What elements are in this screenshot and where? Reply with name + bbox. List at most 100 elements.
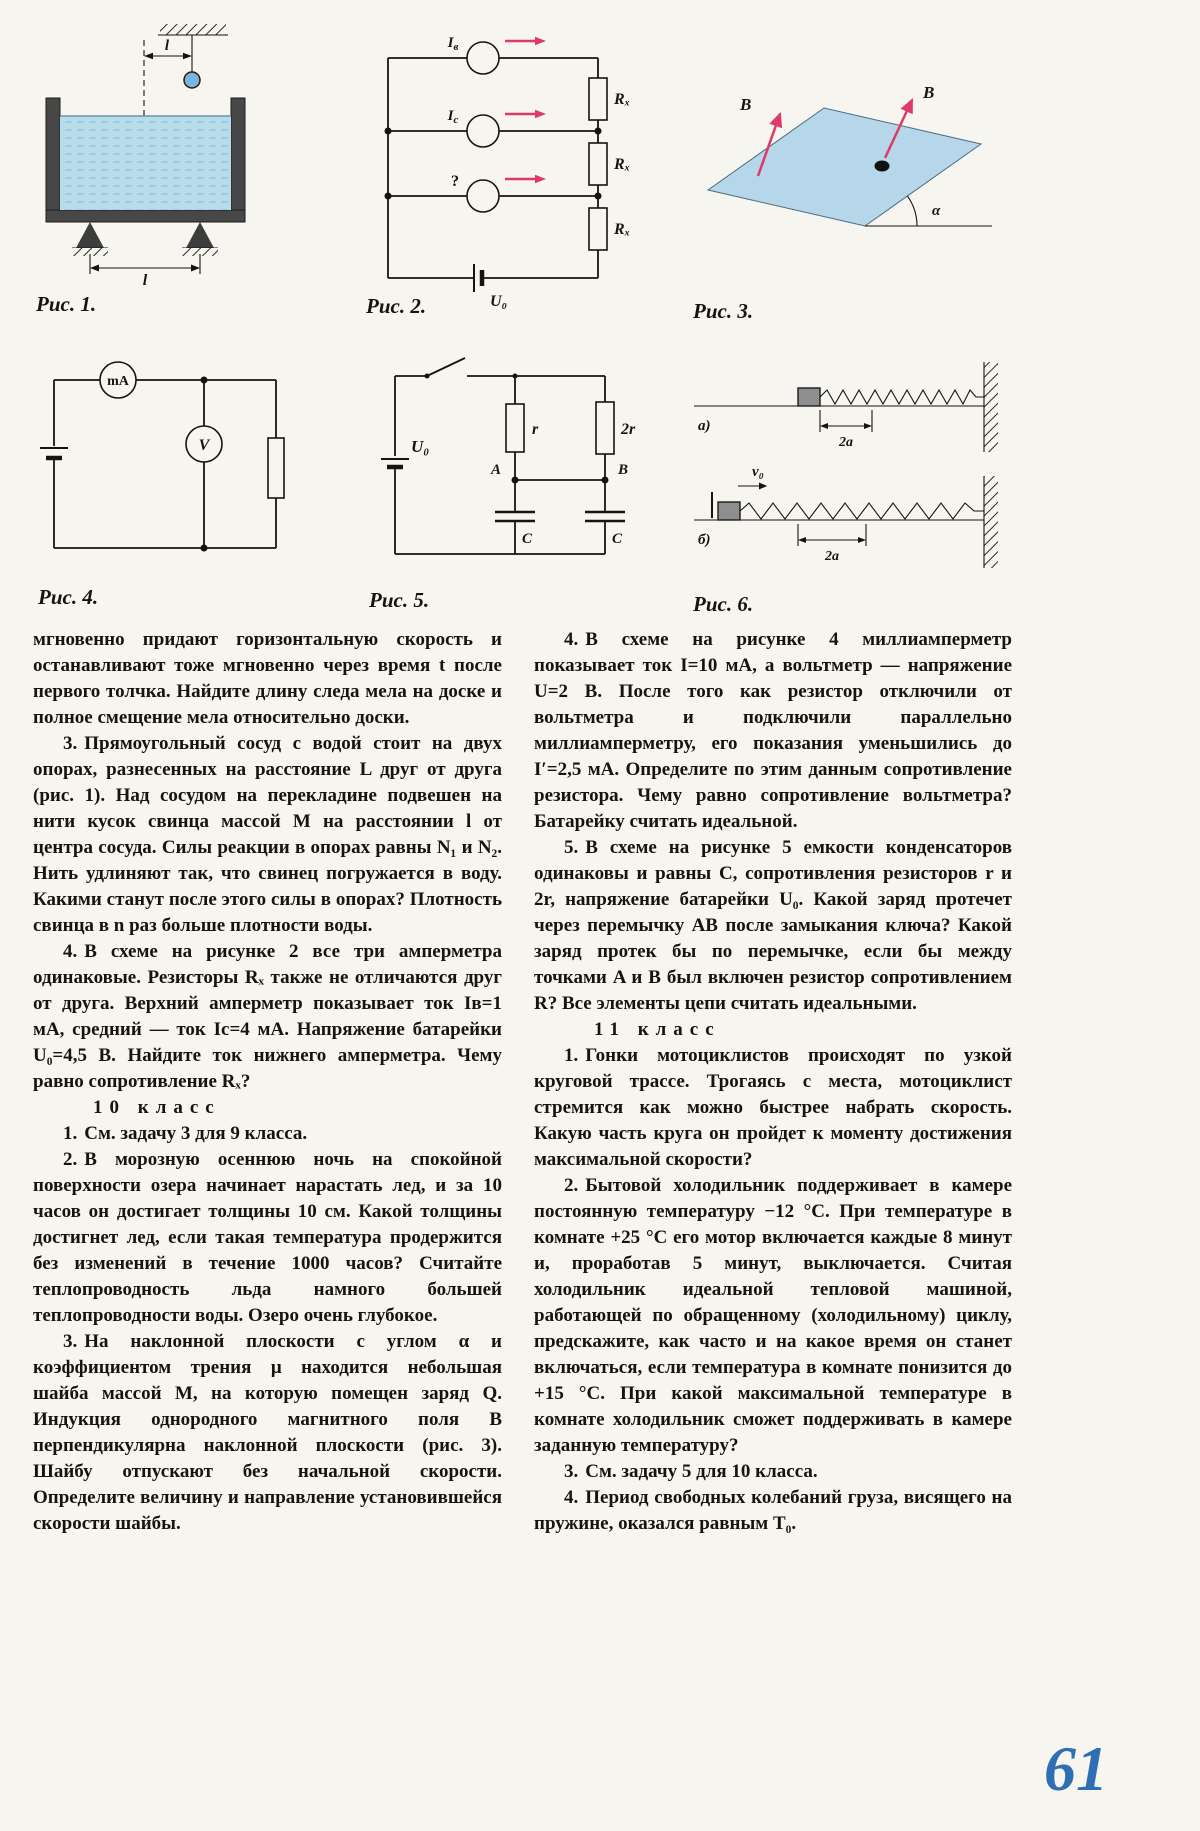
problem-paragraph: 3.На наклонной плоскости с углом α и коэ… <box>33 1329 502 1537</box>
support-right <box>182 222 218 256</box>
problem-text: мгновенно придают горизонтальную скорост… <box>33 629 502 728</box>
node-B-label: B <box>617 462 628 478</box>
junction-dot <box>384 127 392 135</box>
figure-5-caption: Рис. 5. <box>369 588 430 612</box>
ammeter-bottom <box>466 179 500 213</box>
figure-3-inclined-plane: α B B <box>706 83 992 227</box>
bottom-dimension: l <box>89 254 201 286</box>
junction-dot <box>200 376 208 384</box>
problem-text: В схеме на рисунке 2 все три амперметра … <box>33 941 502 1092</box>
left-text-column: мгновенно придают горизонтальную скорост… <box>33 627 502 1537</box>
problem-paragraph: 1.Гонки мотоциклистов происходят по узко… <box>534 1043 1012 1173</box>
inclined-plane-surface <box>706 107 983 227</box>
figure-2-caption: Рис. 2. <box>366 294 427 318</box>
resistor-3 <box>588 207 608 251</box>
capacitor-2-label: C <box>612 531 623 547</box>
field-label-1: B <box>739 95 751 114</box>
voltmeter-label: V <box>199 437 211 454</box>
problem-paragraph: 4.В схеме на рисунке 2 все три амперметр… <box>33 939 502 1095</box>
resistor-2-label: Rₓ <box>613 156 630 173</box>
problem-text: В схеме на рисунке 4 миллиамперметр пока… <box>534 629 1012 832</box>
wall <box>984 476 998 568</box>
water <box>60 116 231 210</box>
problem-text: В морозную осеннюю ночь на спокойной пов… <box>33 1149 502 1326</box>
problem-paragraph: 5.В схеме на рисунке 5 емкости конденсат… <box>534 835 1012 1017</box>
battery-label: U₀ <box>411 437 429 456</box>
charged-puck <box>874 160 890 172</box>
problem-paragraph: 3.Прямоугольный сосуд с водой стоит на д… <box>33 731 502 939</box>
current-label-bottom: ? <box>451 173 459 190</box>
problem-number: 3. <box>564 1461 579 1482</box>
resistor-r-branch: r <box>505 376 539 480</box>
figure-1-vessel-diagram: l l <box>45 24 246 286</box>
battery <box>40 380 68 548</box>
problem-text: Прямоугольный сосуд с водой стоит на дву… <box>33 733 502 936</box>
figure-4-meter-circuit: mA V <box>40 361 285 552</box>
figure-4-caption: Рис. 4. <box>38 585 99 609</box>
sub-label-a: а) <box>698 418 711 434</box>
problem-paragraph: 2.Бытовой холодильник поддерживает в кам… <box>534 1173 1012 1459</box>
problem-paragraph: 4.В схеме на рисунке 4 миллиамперметр по… <box>534 627 1012 835</box>
battery: U₀ <box>381 376 429 554</box>
ceiling-mount <box>158 24 228 36</box>
problem-number: 4. <box>564 1487 579 1508</box>
problem-text: См. задачу 5 для 10 класса. <box>585 1461 818 1482</box>
resistor-1 <box>588 77 608 121</box>
diagram-b: v₀ 2a б) <box>694 464 998 568</box>
field-arrows <box>756 97 914 177</box>
support-left <box>72 222 108 256</box>
problem-number: 1. <box>564 1045 579 1066</box>
figure-6-caption: Рис. 6. <box>693 592 754 616</box>
dim-top-label: l <box>165 38 170 54</box>
resistor-2 <box>588 142 608 186</box>
problem-text: Гонки мотоциклистов происходят по узкой … <box>534 1045 1012 1170</box>
right-text-column: 4. В схеме на рисунке 4 миллиамперметр по… <box>534 627 1012 1537</box>
lead-ball <box>183 71 201 89</box>
resistor-1-label: Rₓ <box>613 91 630 108</box>
wall <box>984 362 998 452</box>
angle-label: α <box>932 203 941 219</box>
current-label-top: Iв <box>447 35 459 53</box>
problem-paragraph: 3. См. задачу 5 для 10 класса. <box>534 1459 1012 1485</box>
problem-number: 5. <box>564 837 579 858</box>
figure-1-caption: Рис. 1. <box>36 292 97 316</box>
problem-text: Период свободных колебаний груза, висяще… <box>534 1487 1012 1534</box>
problem-number: 1. <box>63 1123 78 1144</box>
resistor-3-label: Rₓ <box>613 221 630 238</box>
junction-dot <box>200 544 208 552</box>
switch <box>395 357 605 379</box>
figure-3-caption: Рис. 3. <box>693 299 754 323</box>
problem-text: В схеме на рисунке 5 емкости конденсатор… <box>534 837 1012 1014</box>
problem-number: 2. <box>564 1175 579 1196</box>
ammeter-middle <box>466 114 500 148</box>
velocity-label: v₀ <box>752 464 764 480</box>
battery-label: U₀ <box>490 293 507 310</box>
resistor-2r-branch: 2r <box>595 376 636 480</box>
problem-text: На наклонной плоскости с углом α и коэфф… <box>33 1331 502 1534</box>
capacitor-2: C <box>585 480 625 554</box>
junction-dot <box>384 192 392 200</box>
problem-paragraph: 4.Период свободных колебаний груза, вися… <box>534 1485 1012 1537</box>
problem-text: См. задачу 3 для 9 класса. <box>84 1123 308 1144</box>
junction-dot <box>512 373 518 379</box>
sub-label-b: б) <box>698 532 710 548</box>
dim-bottom-label: l <box>143 272 148 286</box>
problem-number: 2. <box>63 1149 78 1170</box>
grade-11-header: 11 класс <box>594 1019 721 1040</box>
resistor-r-label: r <box>532 421 539 438</box>
junction-dot <box>594 127 602 135</box>
resistor <box>267 437 285 499</box>
grade-10-header: 10 класс <box>93 1097 221 1118</box>
milliammeter-label: mA <box>107 374 130 389</box>
spring <box>739 502 984 520</box>
top-dimension: l <box>144 38 192 60</box>
paragraph-continuation: мгновенно придают горизонтальную скорост… <box>33 627 502 731</box>
resistor-2r-label: 2r <box>620 421 636 438</box>
capacitor-1: C <box>495 480 535 554</box>
page-number: 61 <box>1044 1733 1108 1804</box>
figure-5-capacitor-circuit: U₀ r 2r A B C <box>381 357 636 555</box>
junction-dot <box>594 192 602 200</box>
problem-text: Бытовой холодильник поддерживает в камер… <box>534 1175 1012 1456</box>
problem-number: 3. <box>63 733 78 754</box>
bottom-wire-with-battery: U₀ <box>388 264 598 310</box>
